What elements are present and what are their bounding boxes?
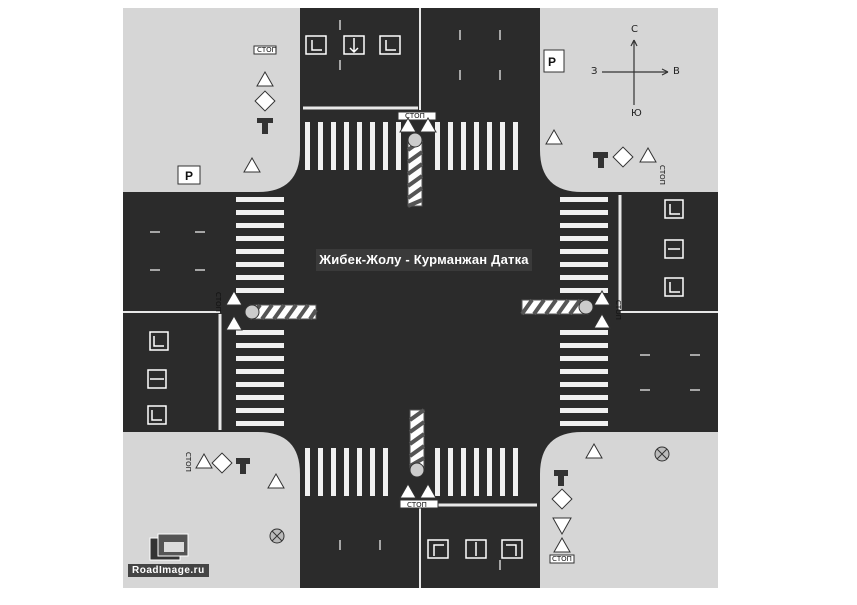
- watermark-logo-icon: [149, 533, 189, 561]
- barrier-west: [244, 303, 318, 321]
- sign-cluster-nw: СТОП P: [177, 45, 277, 185]
- sign-cluster-ne: P СТОП: [543, 49, 666, 185]
- stop-label-sw: СТОП: [184, 452, 192, 472]
- sign-cluster-w-road: СТОП: [214, 289, 243, 331]
- sign-cluster-se: СТОП: [549, 442, 670, 564]
- stop-label-w: СТОП: [214, 292, 222, 312]
- stop-label-n: СТОП: [405, 112, 425, 120]
- sign-cluster-sw: СТОП: [184, 452, 285, 544]
- crosswalk-south: [305, 448, 518, 496]
- stop-label-se: СТОП: [552, 555, 572, 563]
- stop-label-s: СТОП: [407, 501, 427, 509]
- parking-sign-ne: P: [548, 55, 556, 69]
- watermark-text: RoadImage.ru: [128, 564, 209, 577]
- compass-west-label: З: [591, 66, 598, 77]
- crosswalk-east: [560, 197, 608, 426]
- compass-east-label: В: [673, 66, 680, 77]
- intersection-title: Жибек-Жолу - Курманжан Датка: [316, 249, 532, 271]
- sign-cluster-s-road: СТОП: [399, 482, 439, 509]
- parking-sign-nw: P: [185, 169, 193, 183]
- sign-cluster-n-road: СТОП: [397, 111, 437, 133]
- crosswalk-west: [236, 197, 284, 426]
- barrier-east: [520, 298, 594, 316]
- crosswalk-north: [305, 122, 518, 170]
- compass-north-label: С: [631, 24, 638, 35]
- barrier-north: [406, 132, 424, 208]
- compass-south-label: Ю: [631, 108, 642, 119]
- compass: [602, 39, 669, 105]
- stop-label-e: СТОП: [614, 300, 622, 320]
- stop-label-ne: СТОП: [658, 165, 666, 185]
- stop-label-nw: СТОП: [257, 46, 277, 54]
- lane-arrows: [147, 35, 684, 559]
- barrier-south: [408, 408, 426, 478]
- lane-lines-north: [339, 20, 501, 80]
- sign-cluster-e-road: СТОП: [593, 289, 622, 329]
